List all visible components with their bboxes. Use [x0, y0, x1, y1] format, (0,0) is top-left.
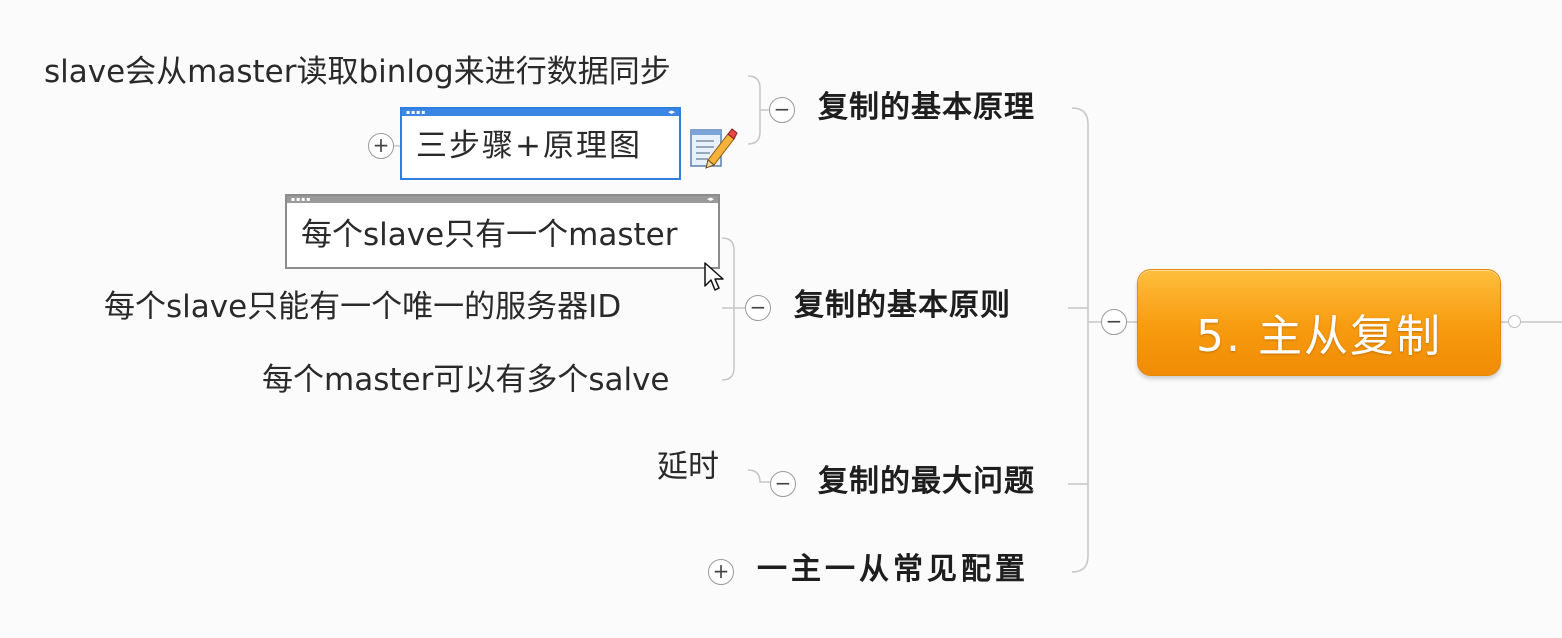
connector-b1: [747, 75, 761, 145]
editbox-resize-icon: ◂▸: [706, 195, 714, 203]
editbox-resize-icon: ◂▸: [667, 108, 675, 116]
mouse-cursor-icon: [704, 262, 724, 291]
branch-biggest-issue-toggle[interactable]: −: [770, 471, 796, 497]
connector-trunk: [1071, 107, 1089, 573]
topic-three-steps-editbox[interactable]: ▪▪▪▪ ◂▸ 三步骤+原理图: [400, 107, 681, 180]
branch-principle-toggle[interactable]: −: [769, 97, 795, 123]
topic-one-master-label: 每个slave只有一个master: [301, 217, 678, 253]
root-node[interactable]: 5. 主从复制: [1137, 269, 1501, 376]
root-node-label: 5. 主从复制: [1196, 311, 1442, 362]
branch-principle-label[interactable]: 复制的基本原理: [818, 90, 1035, 125]
branch-biggest-issue-label[interactable]: 复制的最大问题: [818, 464, 1035, 499]
topic-three-steps-toggle[interactable]: +: [368, 133, 394, 159]
note-icon[interactable]: [688, 124, 738, 170]
connector-b2: [721, 237, 735, 381]
editbox-titlebar: ▪▪▪▪ ◂▸: [287, 196, 718, 203]
branch-common-config-toggle[interactable]: +: [708, 559, 734, 585]
topic-slave-reads-binlog[interactable]: slave会从master读取binlog来进行数据同步: [44, 54, 671, 90]
branch-rules-toggle[interactable]: −: [745, 295, 771, 321]
editbox-grip-icon: ▪▪▪▪: [406, 109, 427, 116]
root-collapse-toggle[interactable]: −: [1101, 309, 1127, 335]
topic-unique-server-id[interactable]: 每个slave只能有一个唯一的服务器ID: [104, 289, 622, 325]
branch-common-config-label[interactable]: 一主一从常见配置: [757, 552, 1029, 587]
topic-latency[interactable]: 延时: [657, 449, 719, 485]
editbox-grip-icon: ▪▪▪▪: [291, 196, 312, 203]
topic-multiple-slaves[interactable]: 每个master可以有多个salve: [262, 362, 670, 398]
editbox-titlebar: ▪▪▪▪ ◂▸: [402, 109, 679, 116]
branch-rules-label[interactable]: 复制的基本原则: [794, 288, 1011, 323]
topic-one-master-editbox[interactable]: ▪▪▪▪ ◂▸ 每个slave只有一个master: [285, 194, 720, 269]
topic-three-steps-label: 三步骤+原理图: [416, 128, 642, 164]
root-right-connector-dot: [1508, 315, 1521, 328]
connector-b3: [747, 469, 770, 483]
